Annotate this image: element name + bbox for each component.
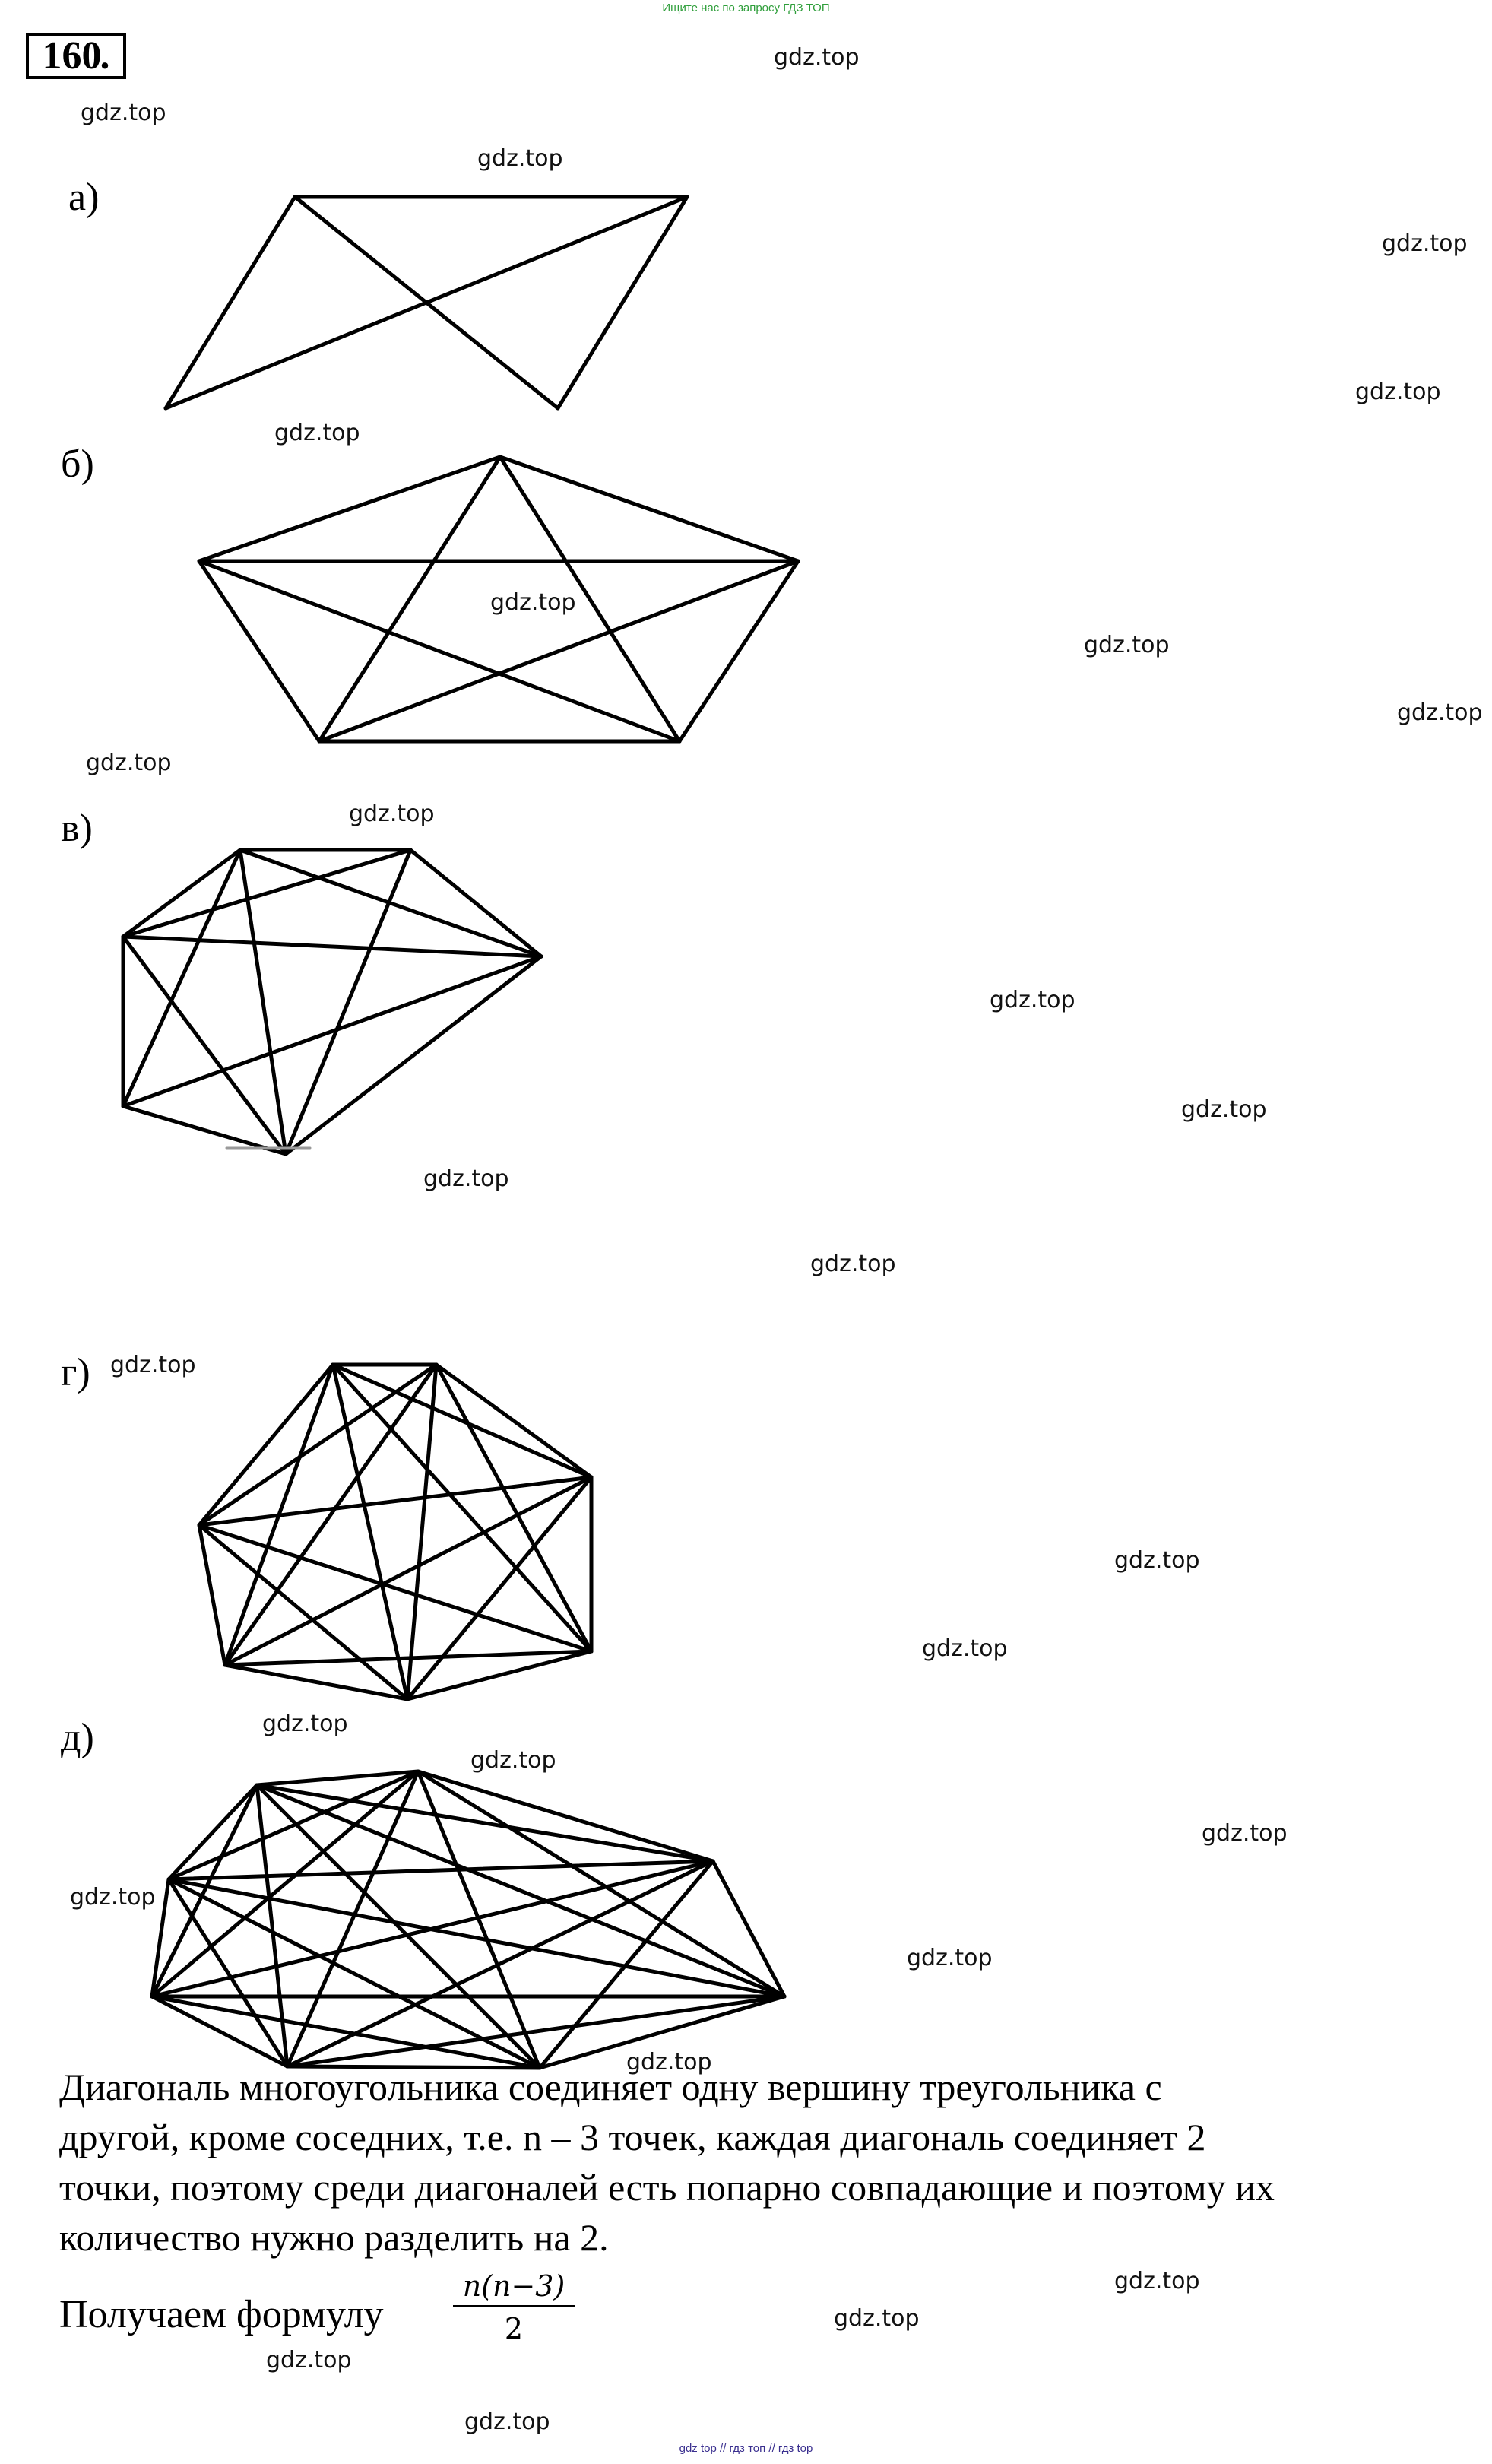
watermark: gdz.top <box>477 145 563 172</box>
watermark: gdz.top <box>626 2049 712 2076</box>
explanation-line: точки, поэтому среди диагоналей есть поп… <box>59 2166 1275 2209</box>
watermark: gdz.top <box>110 1352 196 1378</box>
watermark: gdz.top <box>1181 1096 1267 1123</box>
watermark: gdz.top <box>1355 379 1441 405</box>
watermark: gdz.top <box>274 420 360 446</box>
footer-text: gdz top // гдз топ // гдз top <box>679 2442 813 2455</box>
formula-numerator: n(n−3) <box>462 2269 565 2303</box>
watermark: gdz.top <box>1114 2268 1200 2294</box>
watermark: gdz.top <box>1114 1547 1200 1574</box>
watermark: gdz.top <box>86 750 172 776</box>
watermark: gdz.top <box>990 987 1075 1013</box>
task-number-box: 160. <box>26 33 126 79</box>
watermark: gdz.top <box>907 1945 993 1971</box>
figure-label-g: г) <box>61 1351 90 1394</box>
fraction-bar <box>453 2305 575 2307</box>
task-number-dot: . <box>100 34 110 78</box>
task-number: 160 <box>42 34 102 78</box>
figure-label-a: а) <box>68 176 100 219</box>
explanation-line: другой, кроме соседних, т.е. n – 3 точек… <box>59 2116 1206 2158</box>
watermark: gdz.top <box>262 1711 348 1737</box>
watermark: gdz.top <box>1202 1820 1288 1847</box>
explanation-line: Диагональ многоугольника соединяет одну … <box>59 2066 1162 2108</box>
watermark: gdz.top <box>70 1884 156 1911</box>
watermark: gdz.top <box>922 1635 1008 1662</box>
watermark: gdz.top <box>774 44 860 71</box>
figure-label-d: д) <box>61 1716 94 1759</box>
figure-label-b: б) <box>61 442 94 486</box>
formula-fraction: n(n−3) 2 <box>453 2269 575 2345</box>
watermark: gdz.top <box>834 2305 920 2332</box>
watermark: gdz.top <box>349 801 435 827</box>
watermark: gdz.top <box>266 2347 352 2374</box>
watermark: gdz.top <box>423 1165 509 1192</box>
watermark: gdz.top <box>464 2409 550 2435</box>
watermark: gdz.top <box>1397 699 1483 726</box>
watermark: gdz.top <box>81 100 166 126</box>
explanation-text: Диагональ многоугольника соединяет одну … <box>59 2062 1473 2263</box>
formula-denominator: 2 <box>504 2312 524 2345</box>
watermark: gdz.top <box>1084 632 1170 658</box>
top-banner: Ищите нас по запросу ГДЗ ТОП <box>662 2 830 14</box>
watermark: gdz.top <box>470 1747 556 1774</box>
watermark: gdz.top <box>490 589 576 616</box>
formula-lead: Получаем формулу <box>59 2293 384 2336</box>
watermark: gdz.top <box>810 1251 896 1277</box>
explanation-line: количество нужно разделить на 2. <box>59 2216 609 2259</box>
figure-label-v: в) <box>61 807 93 850</box>
watermark: gdz.top <box>1382 230 1468 257</box>
